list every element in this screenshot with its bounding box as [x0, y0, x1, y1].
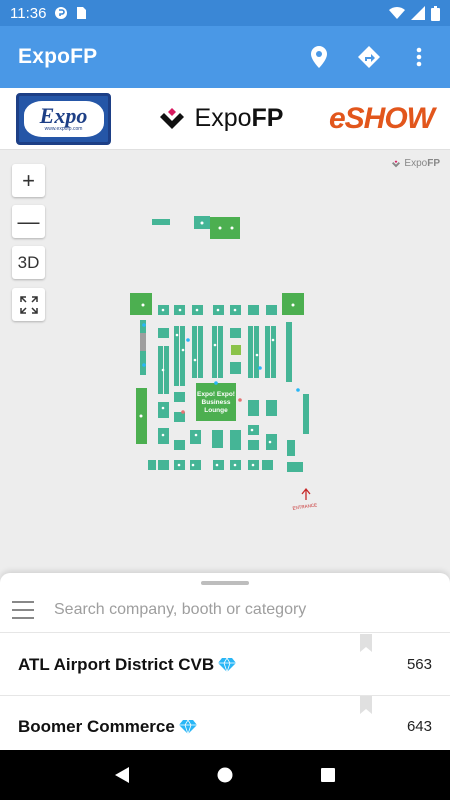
- expo-logo[interactable]: Expo www.expofp.com: [16, 92, 111, 145]
- exhibit-hall[interactable]: [130, 293, 309, 472]
- map-watermark: ExpoFP: [391, 158, 440, 169]
- sd-card-icon: [77, 7, 87, 19]
- booth-markers: [139, 303, 295, 467]
- booth-group-top[interactable]: [152, 216, 240, 239]
- directions-icon: [358, 46, 380, 68]
- battery-icon: [431, 5, 440, 21]
- search-input[interactable]: [54, 600, 414, 619]
- back-icon[interactable]: [114, 766, 130, 784]
- expo-logo-url: www.expofp.com: [44, 125, 83, 132]
- wifi-icon: [389, 6, 405, 20]
- lounge-label-3: Lounge: [204, 407, 228, 414]
- search-bar: [0, 587, 450, 633]
- app-title: ExpoFP: [18, 45, 98, 68]
- directions-button[interactable]: [356, 44, 382, 70]
- view-3d-button[interactable]: 3D: [12, 246, 45, 279]
- floor-plan[interactable]: Expo! Expo! Business Lounge ENTRANCE: [0, 150, 450, 575]
- menu-icon[interactable]: [12, 600, 34, 619]
- watermark-light: Expo: [404, 158, 428, 169]
- booth-number: 563: [406, 656, 432, 673]
- bookmark-icon[interactable]: [360, 634, 372, 652]
- eshow-logo[interactable]: eSHOW: [328, 101, 435, 135]
- signal-icon: [411, 6, 425, 20]
- expo-logo-word: Expo: [39, 102, 88, 128]
- facility-markers: [142, 323, 300, 414]
- zoom-in-button[interactable]: +: [12, 164, 45, 197]
- expand-icon: [19, 295, 38, 314]
- entrance-arrow-icon: [301, 487, 311, 500]
- lounge-label-1: Expo! Expo!: [197, 391, 235, 398]
- expofp-logo-bold: FP: [251, 104, 284, 132]
- recents-icon[interactable]: [320, 767, 336, 783]
- status-time: 11:36: [10, 4, 47, 22]
- expofp-mark-icon: [159, 107, 184, 129]
- expofp-watermark-icon: [392, 159, 401, 167]
- bookmark-icon[interactable]: [360, 696, 372, 714]
- more-options-button[interactable]: [406, 44, 432, 70]
- exhibitor-name: Boomer Commerce: [18, 716, 175, 736]
- floor-plan-map[interactable]: Expo! Expo! Business Lounge ENTRANCE + —…: [0, 150, 450, 575]
- exhibitor-sheet[interactable]: ATL Airport District CVB 563 Boomer Comm…: [0, 573, 450, 750]
- exhibitor-row[interactable]: ATL Airport District CVB 563: [0, 634, 450, 696]
- more-vert-icon: [416, 47, 422, 67]
- app-bar: ExpoFP: [0, 26, 450, 88]
- exhibitor-name: ATL Airport District CVB: [18, 654, 215, 674]
- home-icon[interactable]: [217, 767, 233, 783]
- expofp-logo-light: Expo: [194, 104, 252, 132]
- fit-screen-button[interactable]: [12, 288, 45, 321]
- location-button[interactable]: [306, 44, 332, 70]
- sync-icon: [55, 7, 68, 19]
- expofp-logo[interactable]: ExpoFP: [157, 104, 284, 134]
- exhibitor-row[interactable]: Boomer Commerce 643: [0, 696, 450, 750]
- zoom-out-button[interactable]: —: [12, 205, 45, 238]
- location-pin-icon: [311, 46, 327, 68]
- diamond-icon: [178, 718, 197, 735]
- diamond-icon: [218, 656, 237, 673]
- sheet-drag-handle[interactable]: [201, 581, 249, 585]
- booth-number: 643: [406, 718, 432, 735]
- entrance-label: ENTRANCE: [292, 502, 317, 510]
- system-nav-bar: [0, 750, 450, 800]
- lounge-label-2: Business: [202, 399, 231, 406]
- watermark-bold: FP: [427, 158, 440, 169]
- status-bar: 11:36: [0, 0, 450, 26]
- sponsor-banner: Expo www.expofp.com ExpoFP eSHOW: [0, 88, 450, 150]
